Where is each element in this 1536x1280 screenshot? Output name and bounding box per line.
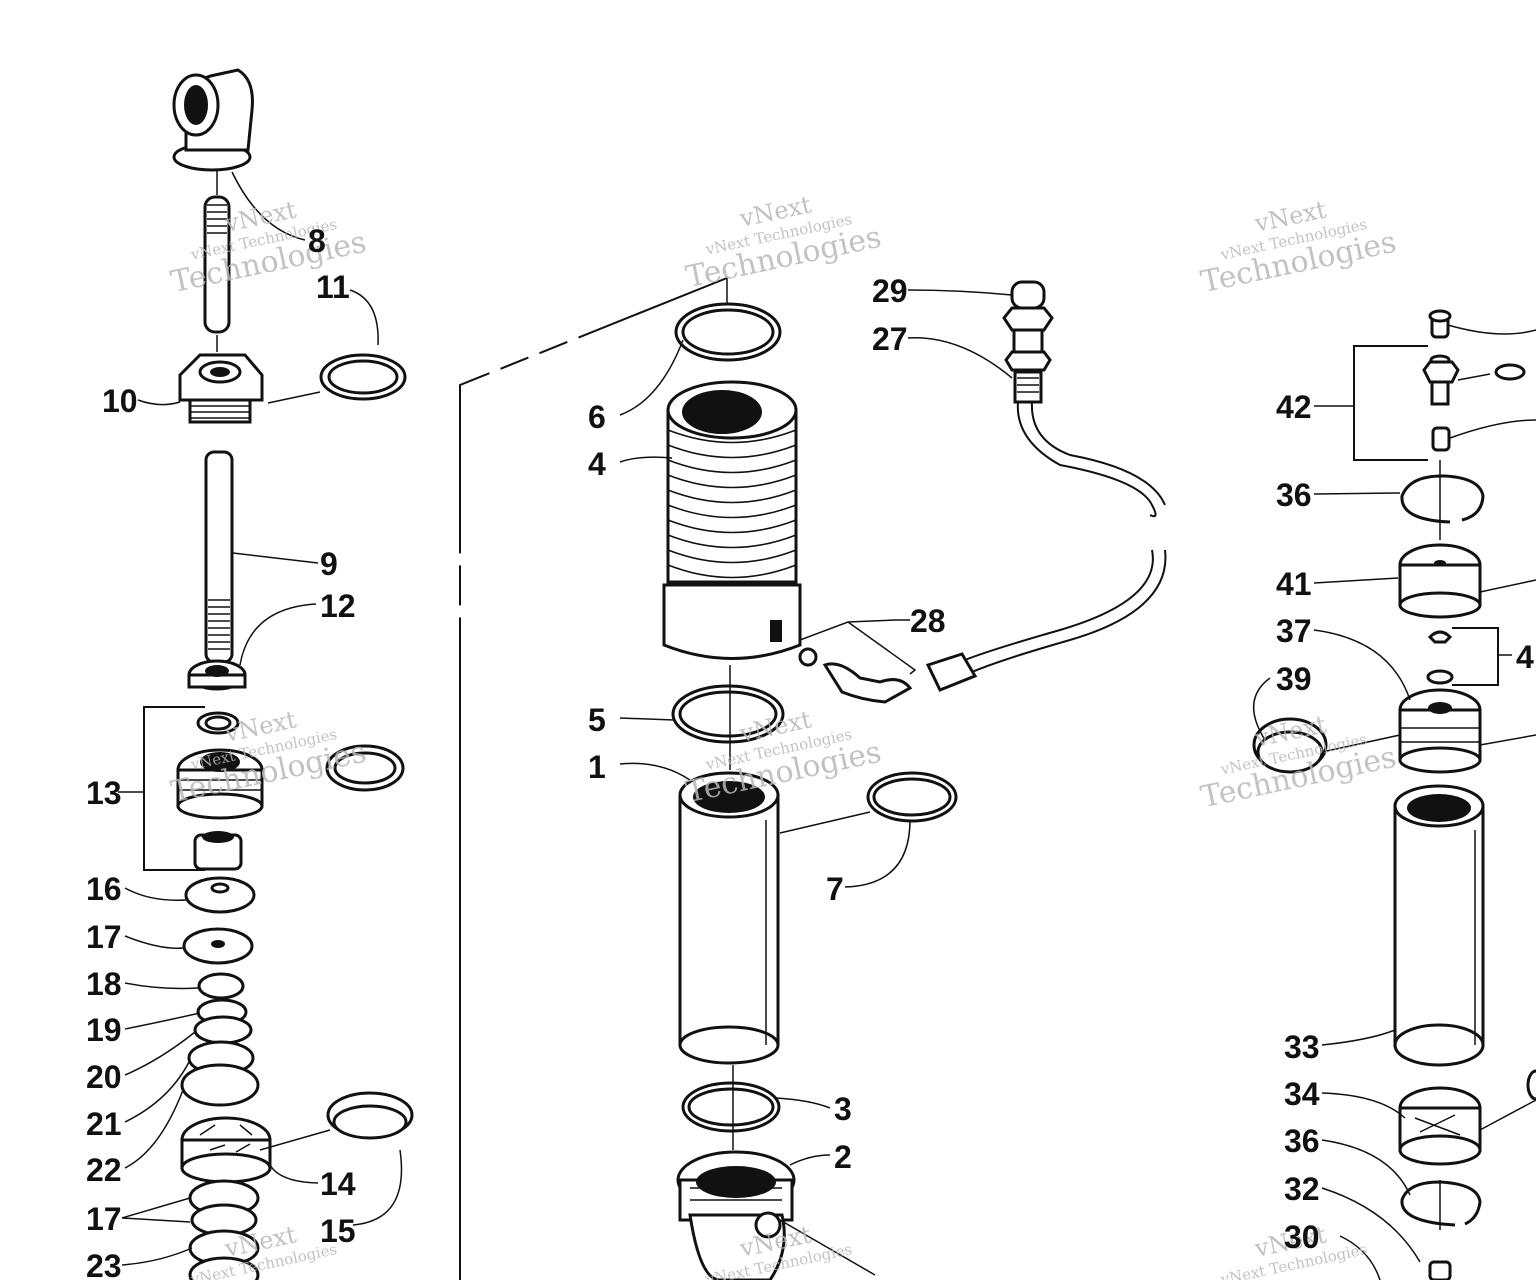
callout-15: 15 — [320, 1213, 356, 1249]
callout-11: 11 — [316, 269, 350, 305]
callout-29: 29 — [872, 273, 908, 309]
callout-8: 8 — [308, 223, 326, 259]
callout-28: 28 — [910, 603, 946, 639]
elbow-fitting — [172, 68, 254, 172]
tube-1 — [678, 771, 780, 1065]
callout-2: 2 — [834, 1139, 852, 1175]
callout-18: 18 — [86, 966, 122, 1002]
callout-41: 41 — [1276, 566, 1312, 602]
callout-17-lower: 17 — [86, 1201, 122, 1237]
cylinder-4 — [662, 380, 802, 660]
callout-19: 19 — [86, 1012, 122, 1048]
callout-34: 34 — [1284, 1076, 1320, 1112]
callout-39: 39 — [1276, 661, 1312, 697]
center-assembly — [459, 277, 1167, 1280]
callout-22: 22 — [86, 1152, 122, 1188]
callout-33: 33 — [1284, 1029, 1320, 1065]
callout-3: 3 — [834, 1091, 852, 1127]
callout-6: 6 — [588, 399, 606, 435]
left-assembly — [118, 68, 414, 1280]
callout-32: 32 — [1284, 1171, 1320, 1207]
hose-assembly — [798, 280, 1167, 704]
callout-12: 12 — [320, 588, 356, 624]
callout-37: 37 — [1276, 613, 1312, 649]
nut-10 — [178, 353, 264, 424]
right-assembly — [1252, 309, 1536, 1280]
piston-13 — [176, 748, 264, 820]
callout-21: 21 — [86, 1106, 122, 1142]
callout-16: 16 — [86, 871, 122, 907]
callout-4: 4 — [588, 446, 606, 482]
callout-17: 17 — [86, 919, 122, 955]
callout-1: 1 — [588, 749, 606, 785]
callout-36: 36 — [1276, 477, 1312, 513]
callout-27: 27 — [872, 321, 908, 357]
callout-36-lower: 36 — [1284, 1123, 1320, 1159]
callout-7: 7 — [826, 871, 844, 907]
callout-5: 5 — [588, 702, 606, 738]
callout-23: 23 — [86, 1248, 122, 1280]
callout-10: 10 — [102, 383, 138, 419]
callout-14: 14 — [320, 1166, 356, 1202]
callout-30: 30 — [1284, 1219, 1320, 1255]
base-2 — [676, 1150, 796, 1280]
callout-labels: 8 11 10 9 12 13 16 17 18 19 20 21 22 14 … — [86, 223, 1534, 1280]
callout-9: 9 — [320, 546, 338, 582]
callout-20: 20 — [86, 1059, 122, 1095]
callout-42: 42 — [1276, 389, 1312, 425]
callout-13: 13 — [86, 775, 122, 811]
valve-14 — [180, 1116, 272, 1184]
callout-4-right: 4 — [1516, 639, 1534, 675]
